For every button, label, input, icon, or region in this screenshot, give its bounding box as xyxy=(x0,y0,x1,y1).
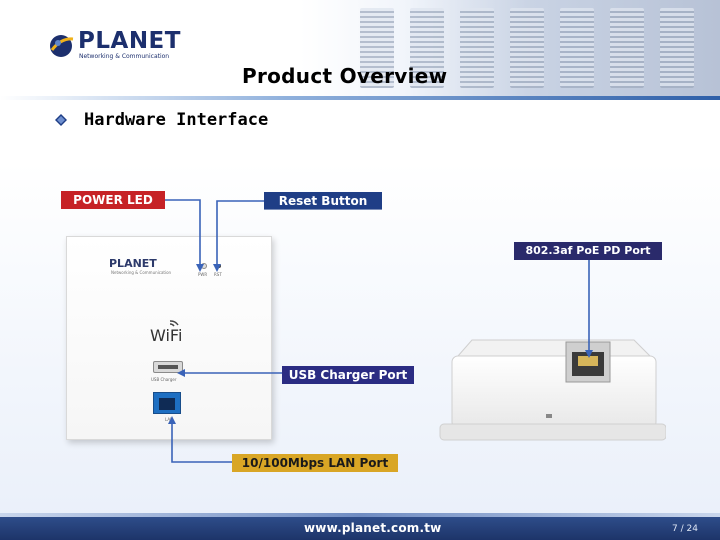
planet-globe-icon xyxy=(50,35,74,57)
device-front-panel: PLANET Networking & Communication PWR RS… xyxy=(66,236,272,440)
reset-button-hole xyxy=(217,264,221,268)
reset-button-callout: Reset Button xyxy=(264,192,382,210)
lan-port xyxy=(153,392,181,414)
power-led xyxy=(201,263,207,269)
footer-url[interactable]: www.planet.com.tw xyxy=(304,521,442,535)
page-title: Product Overview xyxy=(242,64,448,88)
pwr-led-label: PWR xyxy=(198,272,208,277)
server-rack-image xyxy=(660,8,694,88)
server-rack-image xyxy=(410,8,444,88)
page-number: 7 / 24 xyxy=(672,524,698,534)
power-led-callout: POWER LED xyxy=(61,191,165,209)
lan-port-callout: 10/100Mbps LAN Port xyxy=(232,454,398,472)
section-subtitle: Hardware Interface xyxy=(84,110,269,130)
footer-divider xyxy=(0,513,720,517)
poe-port-callout: 802.3af PoE PD Port xyxy=(514,242,662,260)
logo-wordmark: PLANET xyxy=(78,28,181,54)
server-rack-image xyxy=(460,8,494,88)
device-side-view xyxy=(439,339,666,441)
logo-tagline: Networking & Communication xyxy=(79,53,170,60)
planet-logo: PLANET Networking & Communication xyxy=(46,28,186,64)
usb-port-callout: USB Charger Port xyxy=(282,366,414,384)
server-rack-image xyxy=(510,8,544,88)
device-brand-logo: PLANET xyxy=(109,257,157,270)
diamond-bullet-icon xyxy=(55,114,67,126)
server-rack-image xyxy=(560,8,594,88)
wifi-icon: WiFi xyxy=(150,320,182,345)
usb-charger-port xyxy=(153,361,183,373)
header-divider xyxy=(0,96,720,100)
footer-bar xyxy=(0,517,720,540)
lan-port-label: LAN xyxy=(165,417,174,422)
header-server-photo xyxy=(300,0,720,96)
server-rack-image xyxy=(360,8,394,88)
rst-label: RST xyxy=(214,272,222,277)
wifi-wordmark: WiFi xyxy=(150,326,182,345)
usb-port-label: USB Charger xyxy=(151,377,177,382)
device-brand-tagline: Networking & Communication xyxy=(111,270,172,275)
server-rack-image xyxy=(610,8,644,88)
